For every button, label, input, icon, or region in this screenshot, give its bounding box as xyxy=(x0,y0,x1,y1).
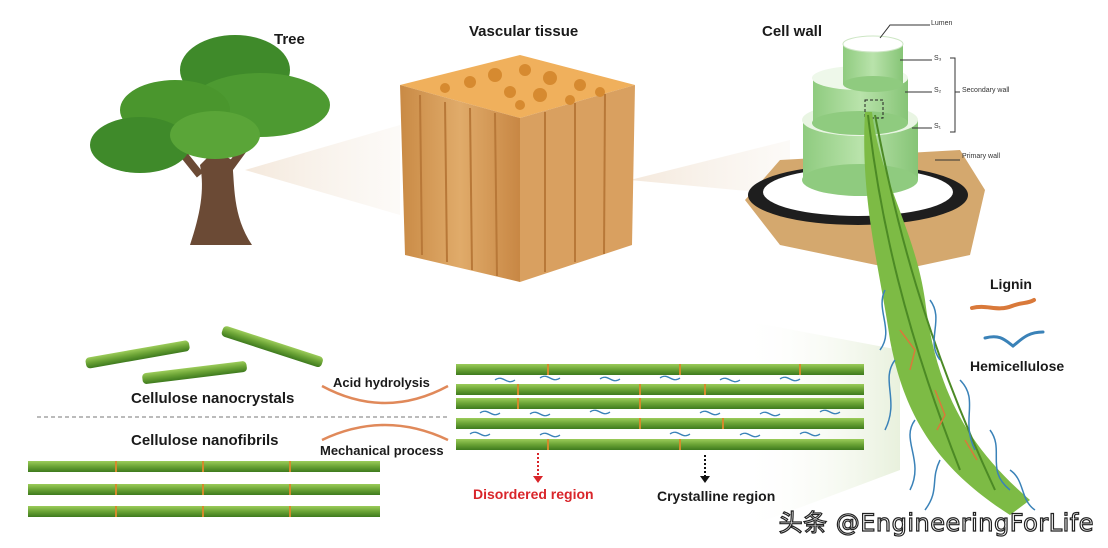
s3-label: S₃ xyxy=(934,55,942,62)
vascular-tissue-illustration xyxy=(400,55,635,282)
mechanical-process-arrow xyxy=(321,423,449,442)
lignin-label: Lignin xyxy=(990,276,1032,292)
acid-hydrolysis-arrow xyxy=(321,384,449,405)
primary-wall-label: Primary wall xyxy=(962,153,1001,160)
microfibril-bundle xyxy=(864,112,1036,515)
hemicellulose-legend-swatch xyxy=(983,330,1045,348)
crystalline-region-pointer xyxy=(700,455,710,483)
cell-wall-label: Cell wall xyxy=(762,23,823,40)
secondary-wall-label: Secondary wall xyxy=(962,87,1010,94)
cell-wall-illustration xyxy=(745,24,985,270)
s1-label: S₁ xyxy=(934,123,942,130)
microfibril-rows: <800 /> xyxy=(456,364,864,450)
lignin-legend-swatch xyxy=(970,298,1036,311)
cellulose-nanofibrils-label: Cellulose nanofibrils xyxy=(131,432,279,449)
vascular-tissue-label: Vascular tissue xyxy=(469,23,579,40)
hemicellulose-label: Hemicellulose xyxy=(970,358,1065,374)
disordered-region-label: Disordered region xyxy=(473,486,594,502)
tree-label: Tree xyxy=(274,31,305,48)
zoom-beam-tissue-to-cellwall xyxy=(630,140,790,195)
mechanical-process-label: Mechanical process xyxy=(320,443,444,458)
nanocrystal-rods xyxy=(85,326,323,384)
crystalline-region-label: Crystalline region xyxy=(657,488,776,504)
s2-label: S₂ xyxy=(934,87,942,94)
tree-illustration xyxy=(90,35,330,245)
nanofibril-rods xyxy=(28,461,380,517)
acid-hydrolysis-label: Acid hydrolysis xyxy=(333,375,430,390)
watermark: 头条 @EngineeringForLife xyxy=(778,508,1094,537)
zoom-beam-tree-to-tissue xyxy=(245,125,400,215)
lumen-label: Lumen xyxy=(931,20,953,27)
disordered-region-pointer xyxy=(533,453,543,483)
cellulose-nanocrystals-label: Cellulose nanocrystals xyxy=(131,390,295,407)
